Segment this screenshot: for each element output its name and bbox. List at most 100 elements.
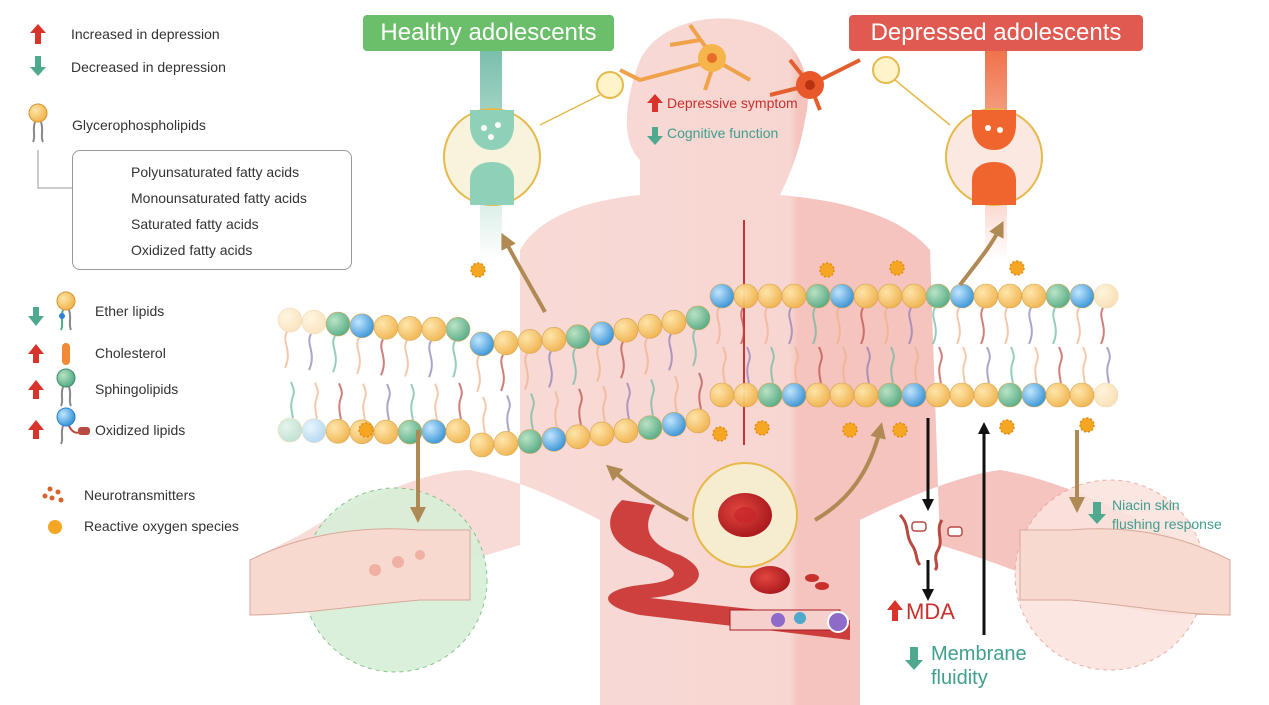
lipid-headgroup-icon bbox=[733, 382, 759, 408]
legend-increased: Increased in depression bbox=[71, 26, 220, 42]
oxidized-fatty-acid-icon bbox=[898, 513, 963, 572]
lipid-headgroup-icon bbox=[805, 283, 831, 309]
lipid-headgroup-icon bbox=[997, 283, 1023, 309]
lipid-headgroup-icon bbox=[373, 315, 399, 340]
ros-icon bbox=[1079, 417, 1095, 433]
legend-ros: Reactive oxygen species bbox=[84, 518, 239, 534]
legend-glycerophospholipids: Glycerophospholipids bbox=[72, 117, 206, 133]
lipid-headgroup-icon bbox=[1069, 382, 1095, 408]
lipid-headgroup-icon bbox=[757, 382, 783, 408]
up-arrow-icon bbox=[887, 600, 903, 621]
mda-arrows bbox=[922, 418, 990, 635]
lipid-headgroup-icon bbox=[853, 283, 879, 309]
lipid-headgroup-icon bbox=[493, 330, 519, 356]
lipid-headgroup-icon bbox=[325, 311, 351, 337]
healthy-banner: Healthy adolescents bbox=[363, 15, 614, 51]
lipid-headgroup-icon bbox=[757, 283, 783, 309]
lipid-headgroup-icon bbox=[445, 418, 471, 444]
lipid-headgroup-icon bbox=[877, 283, 903, 309]
red-blood-cell-icon bbox=[692, 462, 798, 568]
lipid-headgroup-icon bbox=[421, 419, 447, 444]
ros-icon bbox=[358, 260, 1095, 442]
lipid-headgroup-icon bbox=[781, 283, 807, 309]
lipid-headgroup-icon bbox=[277, 307, 303, 333]
legend-oxidized-lipids: Oxidized lipids bbox=[95, 422, 186, 438]
lipid-headgroup-icon bbox=[397, 316, 423, 341]
lipid-headgroup-icon bbox=[493, 431, 519, 456]
depressed-banner: Depressed adolescents bbox=[849, 15, 1143, 51]
lipid-headgroup-icon bbox=[1069, 283, 1095, 309]
ros-icon bbox=[470, 262, 486, 278]
legend-mufa: Monounsaturated fatty acids bbox=[131, 190, 307, 206]
ros-icon bbox=[819, 262, 835, 278]
lipid-headgroup-icon bbox=[613, 418, 639, 444]
lipid-headgroup-icon bbox=[829, 382, 855, 408]
down-arrow-icon bbox=[1088, 502, 1106, 524]
left-arm-flush-circle bbox=[249, 487, 488, 673]
lipid-headgroup-icon bbox=[685, 305, 711, 331]
lipid-headgroup-icon bbox=[637, 313, 663, 339]
niacin-label-line2: flushing response bbox=[1112, 516, 1222, 532]
legend-cholesterol: Cholesterol bbox=[95, 345, 166, 361]
lipid-headgroup-icon bbox=[661, 309, 687, 335]
flow-arrows bbox=[410, 220, 1085, 523]
legend-sphingolipids: Sphingolipids bbox=[95, 381, 179, 397]
lipid-headgroup-icon bbox=[853, 382, 879, 408]
ros-icon bbox=[358, 422, 374, 438]
lipid-headgroup-icon bbox=[421, 316, 447, 342]
lipid-headgroup-icon bbox=[901, 283, 927, 309]
ros-icon bbox=[1009, 260, 1025, 276]
lipid-headgroup-icon bbox=[805, 382, 831, 408]
lipid-headgroup-icon bbox=[589, 321, 615, 346]
lipid-membrane bbox=[277, 283, 1119, 458]
lipid-headgroup-icon bbox=[469, 432, 495, 458]
lipid-headgroup-icon bbox=[709, 382, 735, 408]
ros-icon bbox=[892, 422, 908, 438]
down-arrow-icon bbox=[905, 647, 923, 670]
lipid-headgroup-icon bbox=[997, 382, 1023, 408]
lipid-headgroup-icon bbox=[781, 382, 807, 408]
lipid-headgroup-icon bbox=[445, 316, 471, 342]
lipid-headgroup-icon bbox=[973, 283, 999, 309]
lipid-headgroup-icon bbox=[517, 429, 543, 454]
lipid-headgroup-icon bbox=[1021, 382, 1047, 408]
niacin-label-line1: Niacin skin bbox=[1112, 497, 1180, 513]
lipid-headgroup-icon bbox=[877, 382, 903, 408]
ros-icon bbox=[712, 426, 728, 442]
ros-icon bbox=[754, 420, 770, 436]
lipid-headgroup-icon bbox=[949, 283, 975, 309]
up-arrow-icon bbox=[30, 24, 46, 44]
legend-sfa: Saturated fatty acids bbox=[131, 216, 259, 232]
lipid-headgroup-icon bbox=[733, 283, 759, 309]
lipid-headgroup-icon bbox=[1093, 382, 1119, 408]
lipid-headgroup-icon bbox=[277, 417, 303, 443]
mda-label: MDA bbox=[906, 599, 955, 624]
down-arrow-icon bbox=[30, 56, 46, 76]
lipid-headgroup-icon bbox=[541, 427, 567, 452]
lipid-headgroup-icon bbox=[541, 327, 567, 352]
lipid-headgroup-icon bbox=[637, 415, 663, 440]
ros-icon bbox=[842, 422, 858, 438]
fluidity-label: fluidity bbox=[931, 667, 988, 689]
lipid-headgroup-icon bbox=[685, 408, 711, 434]
lipid-headgroup-icon bbox=[1021, 283, 1047, 309]
lipid-headgroup-icon bbox=[301, 309, 327, 335]
lipid-headgroup-icon bbox=[1045, 382, 1071, 408]
down-arrow-icon bbox=[647, 127, 663, 145]
legend-decreased: Decreased in depression bbox=[71, 59, 226, 75]
legend-neurotransmitters: Neurotransmitters bbox=[84, 487, 196, 503]
lipid-headgroup-icon bbox=[469, 331, 495, 357]
right-arm-flush-circle bbox=[1014, 479, 1231, 671]
depressive-symptom-label: Depressive symptom bbox=[667, 95, 798, 111]
legend-ether-lipids: Ether lipids bbox=[95, 303, 165, 319]
cognitive-function-label: Cognitive function bbox=[667, 125, 779, 141]
lipid-headgroup-icon bbox=[925, 283, 951, 309]
membrane-label: Membrane bbox=[931, 643, 1027, 665]
lipid-headgroup-icon bbox=[517, 329, 543, 354]
legend-graphics bbox=[28, 24, 124, 534]
ros-icon bbox=[889, 260, 905, 276]
lipid-headgroup-icon bbox=[901, 382, 927, 408]
lipid-headgroup-icon bbox=[325, 419, 351, 444]
lipid-headgroup-icon bbox=[661, 411, 687, 437]
